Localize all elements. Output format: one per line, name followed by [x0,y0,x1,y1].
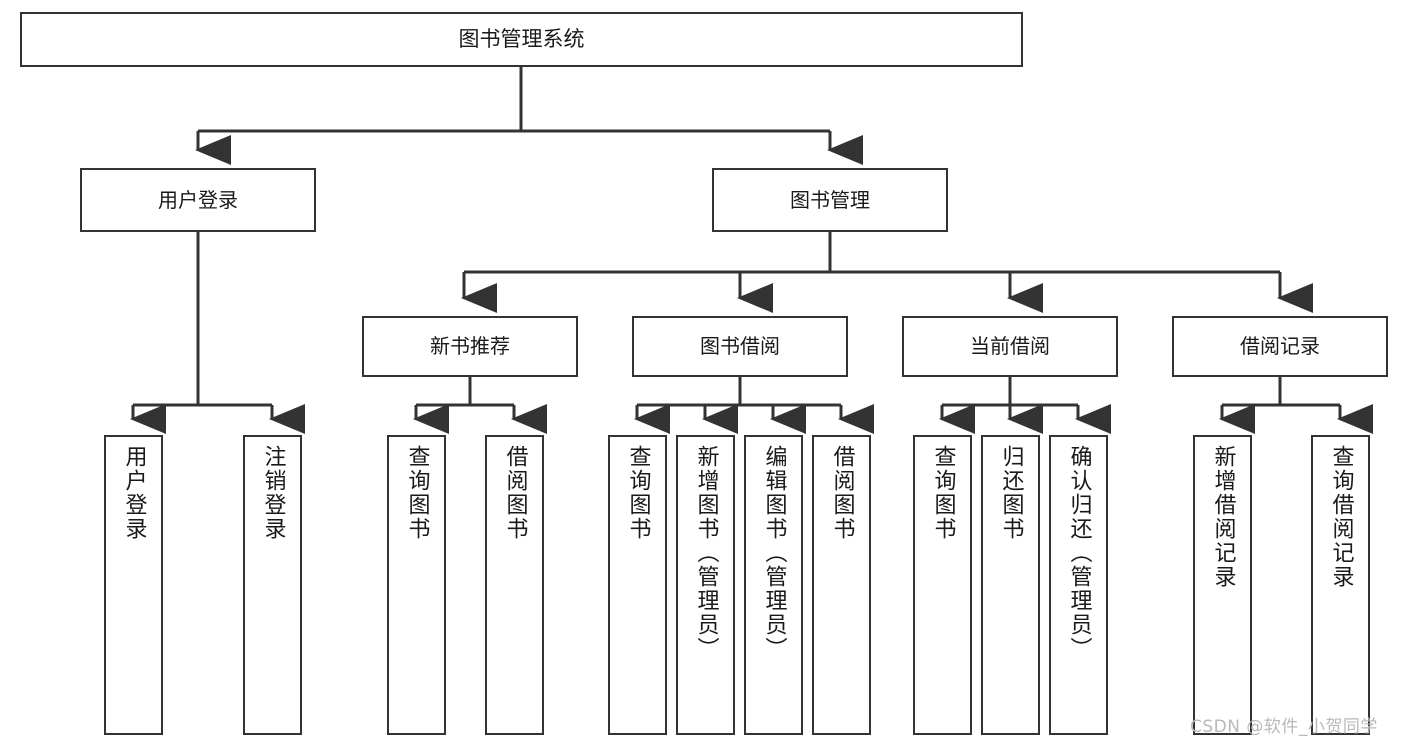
node-label: 图书管理 [790,187,870,212]
node-borrow-record[interactable]: 借阅记录 [1172,316,1388,377]
node-label: 借阅图书 [829,445,855,541]
node-label: 编辑图书（管理员） [761,445,787,661]
node-label: 新增借阅记录 [1210,445,1236,589]
leaf-add-borrow-record[interactable]: 新增借阅记录 [1193,435,1252,735]
node-label: 新书推荐 [430,334,510,359]
node-label: 注销登录 [260,445,286,541]
node-label: 查询图书 [404,445,430,541]
leaf-query-borrow-record[interactable]: 查询借阅记录 [1311,435,1370,735]
leaf-query-book-recommend[interactable]: 查询图书 [387,435,446,735]
node-book-borrow[interactable]: 图书借阅 [632,316,848,377]
node-current-borrow[interactable]: 当前借阅 [902,316,1118,377]
node-label: 图书借阅 [700,334,780,359]
leaf-confirm-return-admin[interactable]: 确认归还（管理员） [1049,435,1108,735]
leaf-query-book-borrow[interactable]: 查询图书 [608,435,667,735]
watermark-credit: CSDN @软件_小贺同学 [1190,717,1378,737]
node-label: 确认归还（管理员） [1066,445,1092,661]
node-new-book-recommend[interactable]: 新书推荐 [362,316,578,377]
node-user-login[interactable]: 用户登录 [80,168,316,232]
leaf-borrow-book-recommend[interactable]: 借阅图书 [485,435,544,735]
node-label: 用户登录 [158,187,238,212]
leaf-query-book-current[interactable]: 查询图书 [913,435,972,735]
node-label: 借阅图书 [502,445,528,541]
node-label: 查询借阅记录 [1328,445,1354,589]
leaf-logout[interactable]: 注销登录 [243,435,302,735]
leaf-return-book[interactable]: 归还图书 [981,435,1040,735]
node-label: 当前借阅 [970,334,1050,359]
node-book-management[interactable]: 图书管理 [712,168,948,232]
leaf-user-login[interactable]: 用户登录 [104,435,163,735]
leaf-borrow-book[interactable]: 借阅图书 [812,435,871,735]
node-root-system[interactable]: 图书管理系统 [20,12,1023,67]
node-label: 用户登录 [121,445,147,541]
node-label: 借阅记录 [1240,334,1320,359]
node-label: 查询图书 [930,445,956,541]
node-label: 查询图书 [625,445,651,541]
node-label: 图书管理系统 [458,26,585,51]
leaf-add-book-admin[interactable]: 新增图书（管理员） [676,435,735,735]
node-label: 归还图书 [998,445,1024,541]
node-label: 新增图书（管理员） [693,445,719,661]
leaf-edit-book-admin[interactable]: 编辑图书（管理员） [744,435,803,735]
